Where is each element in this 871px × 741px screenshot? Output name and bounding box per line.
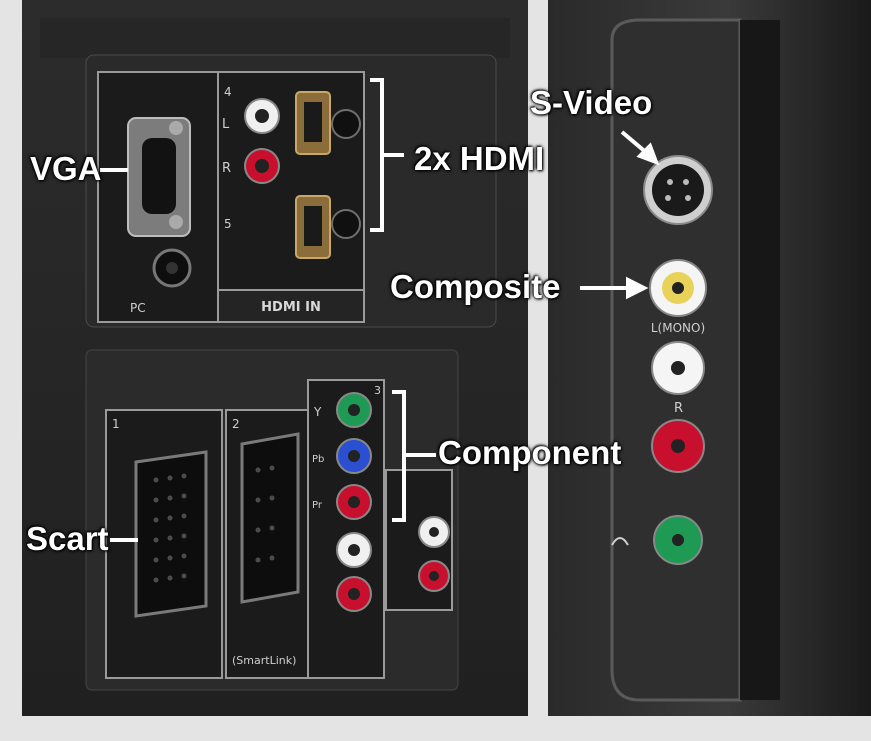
hdmi-callout: 2x HDMI [414,140,545,177]
scart-2-number: 2 [232,417,240,431]
composite-callout: Composite [390,268,561,305]
scart-2-port [240,432,300,604]
component-pb-jack [336,438,372,474]
composite-arrow [580,276,649,300]
component-pr-jack [336,484,372,520]
scart-1-number: 1 [112,417,120,431]
audio-r-label: R [222,161,231,176]
audio-l-label: L [222,117,230,132]
svideo-port [643,155,713,225]
hdmi-block [217,71,365,323]
hdmi-audio-l-jack [244,98,280,134]
component-audio-r-jack [336,576,372,612]
aux-audio-l-jack [418,516,450,548]
svideo-arrow [620,130,660,166]
right-audio-r-label: R [674,401,683,416]
port-5-label: 5 [224,217,232,231]
component-y-jack [336,392,372,428]
component-y-label: Y [313,405,322,419]
composite-video-jack [649,259,707,317]
mono-label: L(MONO) [651,321,705,335]
composite-audio-r-jack [651,419,705,473]
component-pb-label: Pb [312,454,324,465]
component-callout: Component [438,434,622,471]
vga-callout: VGA [30,150,102,187]
aux-audio-r-jack [418,560,450,592]
component-pr-label: Pr [312,500,323,511]
composite-audio-l-jack [651,341,705,395]
component-audio-l-jack [336,532,372,568]
pc-label: PC [130,301,146,315]
scart-1-port [134,450,208,618]
headphone-icon [611,537,629,546]
hdmi-in-label: HDMI IN [261,300,321,315]
component-block [307,379,385,679]
port-4-label: 4 [224,85,232,99]
hdmi-audio-r-jack [244,148,280,184]
component-number: 3 [374,384,381,397]
smartlink-label: (SmartLink) [232,654,296,667]
headphone-jack [653,515,703,565]
hdmi-port-4 [295,91,361,155]
svideo-callout: S-Video [530,84,653,121]
pc-audio-jack [152,248,192,288]
scart-callout: Scart [26,520,109,557]
hdmi-port-5 [295,195,361,259]
vga-port [127,117,191,237]
